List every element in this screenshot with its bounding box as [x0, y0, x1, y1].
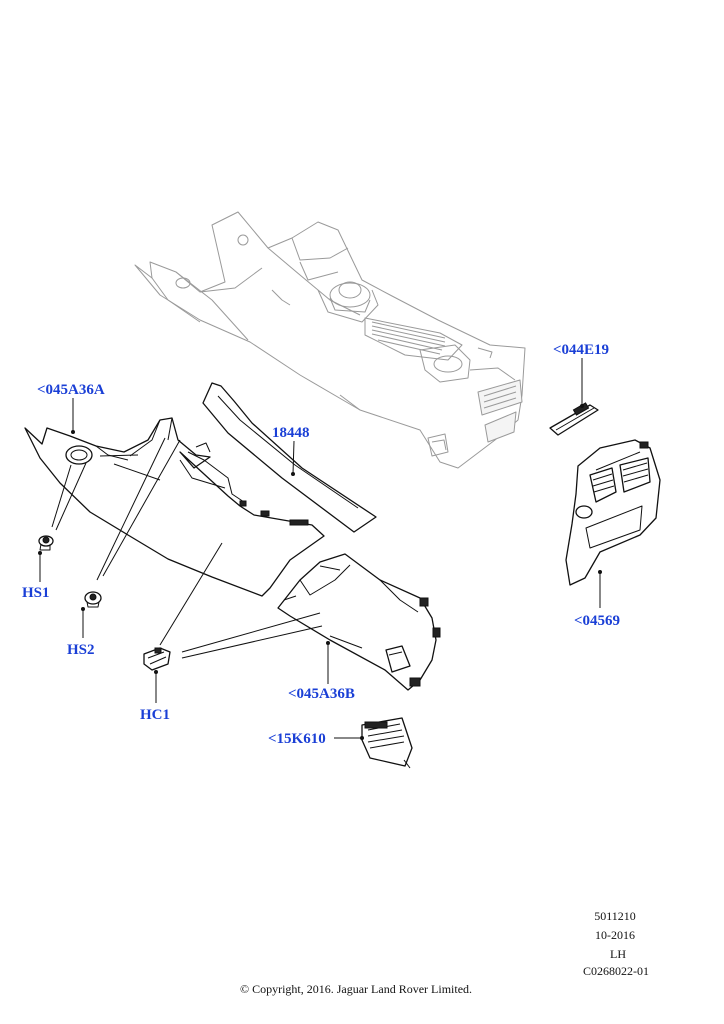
illustration-code: C0268022-01 [583, 964, 649, 978]
callout-045A36A[interactable]: <045A36A [37, 382, 105, 398]
fastener-hs1[interactable] [38, 535, 54, 551]
ref-number: 5011210 [594, 909, 636, 923]
lower-panel-045A36B[interactable] [277, 553, 441, 691]
rear-vent-panel-04569[interactable] [565, 439, 661, 586]
fastener-hs2[interactable] [84, 591, 102, 608]
center-console-ghost [134, 211, 526, 469]
side-label: LH [610, 947, 626, 961]
clip-044E19[interactable] [549, 402, 599, 436]
leader-lines [38, 358, 602, 740]
callout-labels: <045A36A 18448 <044E19 <04569 HS1 HS2 HC… [22, 342, 620, 747]
issue-date: 10-2016 [595, 928, 635, 942]
vent-grille-15K610[interactable] [361, 717, 413, 769]
footer-info: 5011210 10-2016 LH C0268022-01 © Copyrig… [240, 909, 649, 996]
side-panel-045A36A[interactable] [24, 417, 325, 597]
clip-hc1[interactable] [143, 647, 171, 671]
callout-hc1[interactable]: HC1 [140, 707, 170, 723]
callout-15K610[interactable]: <15K610 [268, 731, 326, 747]
callout-hs2[interactable]: HS2 [67, 642, 95, 658]
callout-18448[interactable]: 18448 [272, 425, 310, 441]
callout-044E19[interactable]: <044E19 [553, 342, 609, 358]
trim-strip-18448[interactable] [202, 382, 377, 533]
callout-04569[interactable]: <04569 [574, 613, 620, 629]
callout-hs1[interactable]: HS1 [22, 585, 50, 601]
callout-045A36B[interactable]: <045A36B [288, 686, 355, 702]
copyright-notice: © Copyright, 2016. Jaguar Land Rover Lim… [240, 982, 472, 996]
